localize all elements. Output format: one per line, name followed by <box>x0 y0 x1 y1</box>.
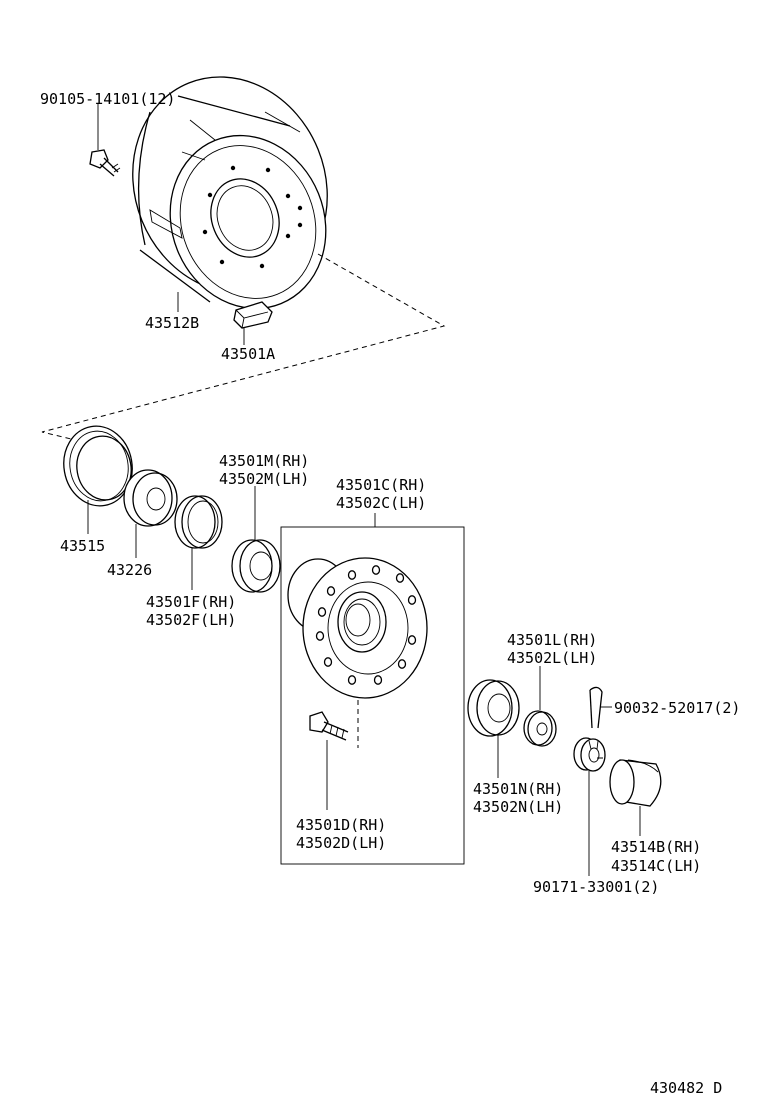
label-bolt-top: 90105-14101(12) <box>40 90 175 108</box>
hub-bolt[interactable] <box>309 711 349 741</box>
bearing-n[interactable] <box>467 679 520 737</box>
label-race-f-rh: 43501F(RH) <box>146 593 236 611</box>
label-washer-lh: 43502L(LH) <box>507 649 597 667</box>
drum-plug[interactable] <box>233 301 273 329</box>
label-hub-lh: 43502C(LH) <box>336 494 426 512</box>
label-drum-plug: 43501A <box>221 345 275 363</box>
cotter-pin[interactable] <box>589 686 603 729</box>
axle-hub[interactable] <box>287 557 428 699</box>
label-hub-bolt-lh: 43502D(LH) <box>296 834 386 852</box>
figure-code: 430482 D <box>650 1079 722 1097</box>
hub-group-box <box>280 526 465 865</box>
label-bearing-n-lh: 43502N(LH) <box>473 798 563 816</box>
label-spacer: 43226 <box>107 561 152 579</box>
castle-nut[interactable] <box>573 737 606 772</box>
bearing-m[interactable] <box>231 539 281 593</box>
bearing-race-f[interactable] <box>174 495 223 549</box>
label-bearing-m-lh: 43502M(LH) <box>219 470 309 488</box>
label-washer-rh: 43501L(RH) <box>507 631 597 649</box>
label-race-f-lh: 43502F(LH) <box>146 611 236 629</box>
washer[interactable] <box>523 710 557 747</box>
brake-drum[interactable] <box>101 47 360 332</box>
label-hub-bolt-rh: 43501D(RH) <box>296 816 386 834</box>
drum-bolt[interactable] <box>89 149 121 177</box>
label-bearing-m-rh: 43501M(RH) <box>219 452 309 470</box>
label-cap-lh: 43514C(LH) <box>611 857 701 875</box>
label-drum: 43512B <box>145 314 199 332</box>
label-hub-rh: 43501C(RH) <box>336 476 426 494</box>
assembly-dashed-line <box>41 253 446 445</box>
label-bearing-n-rh: 43501N(RH) <box>473 780 563 798</box>
oil-seal[interactable] <box>58 421 139 512</box>
spacer[interactable] <box>123 469 178 527</box>
label-nut: 90171-33001(2) <box>533 878 659 896</box>
label-oil-seal: 43515 <box>60 537 105 555</box>
hub-cap[interactable] <box>609 759 662 807</box>
label-cap-rh: 43514B(RH) <box>611 838 701 856</box>
label-cotter-pin: 90032-52017(2) <box>614 699 740 717</box>
